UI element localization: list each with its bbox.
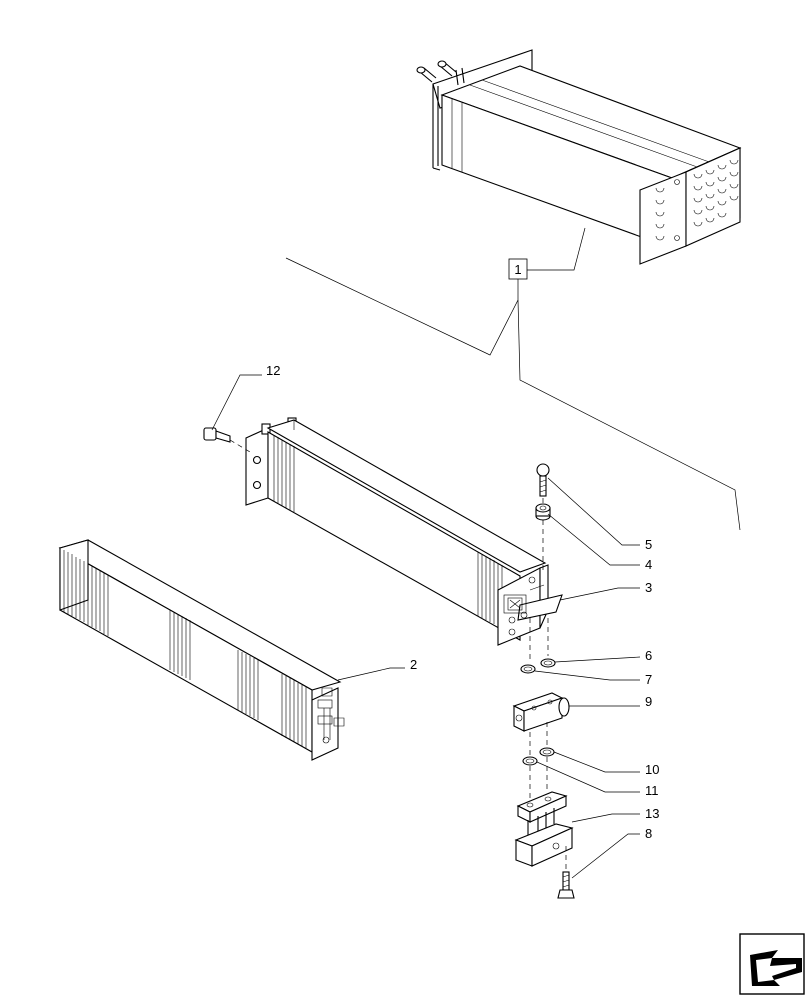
nut-part-4 <box>535 503 551 521</box>
callout-3-label: 3 <box>645 580 652 595</box>
connector-block-part-13 <box>514 791 574 867</box>
callout-13: 13 <box>571 806 659 823</box>
callout-1: 1 <box>285 227 741 531</box>
callout-6-label: 6 <box>645 648 652 663</box>
heater-core-part-2 <box>58 539 345 761</box>
callout-3: 3 <box>559 580 652 601</box>
callout-1-label: 1 <box>514 262 521 277</box>
callout-4-label: 4 <box>645 557 652 572</box>
callout-12: 12 <box>211 363 280 431</box>
bolt-part-12 <box>203 427 251 453</box>
heater-core-assembly <box>416 49 742 265</box>
bolt-part-8 <box>557 871 575 899</box>
callout-9: 9 <box>569 694 652 709</box>
callout-7: 7 <box>534 670 652 687</box>
o-rings-part-6-7 <box>520 658 556 674</box>
callout-9-label: 9 <box>645 694 652 709</box>
callout-6: 6 <box>554 648 652 663</box>
callout-10: 10 <box>553 751 659 777</box>
callout-2-label: 2 <box>410 657 417 672</box>
callout-13-label: 13 <box>645 806 659 821</box>
heater-core-part-3 <box>245 417 563 646</box>
callout-4: 4 <box>547 513 652 572</box>
callout-8-label: 8 <box>645 826 652 841</box>
callout-2: 2 <box>337 657 417 681</box>
callout-5: 5 <box>547 477 652 552</box>
arrow-navigation-icon[interactable] <box>739 933 805 995</box>
callout-12-label: 12 <box>266 363 280 378</box>
expansion-valve-part-9 <box>512 692 570 732</box>
o-rings-part-10-11 <box>522 747 555 766</box>
callout-5-label: 5 <box>645 537 652 552</box>
bolt-part-5 <box>536 463 550 497</box>
callout-8: 8 <box>571 826 652 879</box>
callout-11-label: 11 <box>645 783 659 798</box>
callout-11: 11 <box>536 761 659 798</box>
callout-7-label: 7 <box>645 672 652 687</box>
callout-10-label: 10 <box>645 762 659 777</box>
